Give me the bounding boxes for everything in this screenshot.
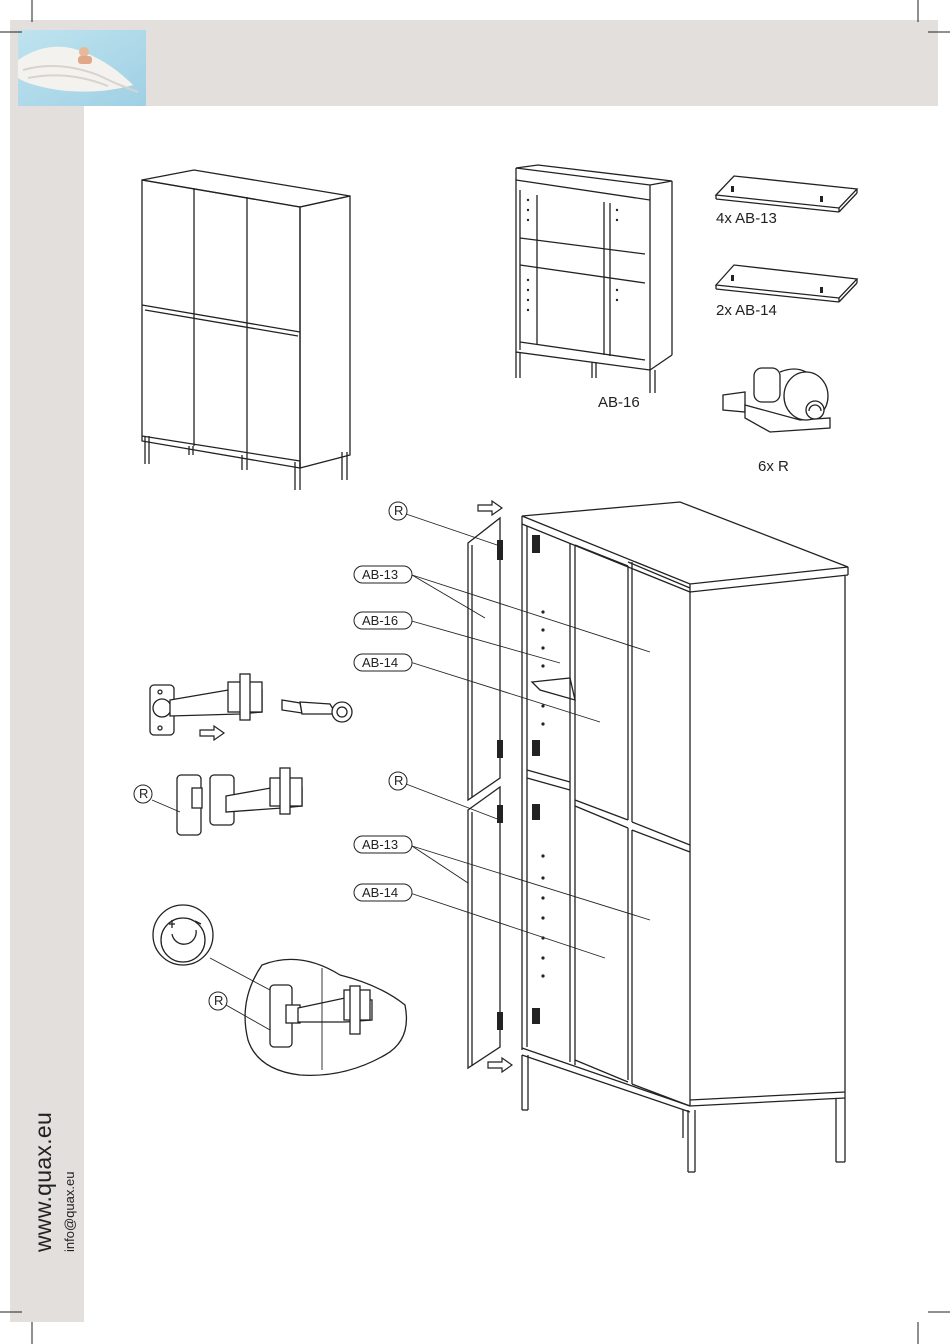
hinge-icon: [150, 674, 406, 1075]
